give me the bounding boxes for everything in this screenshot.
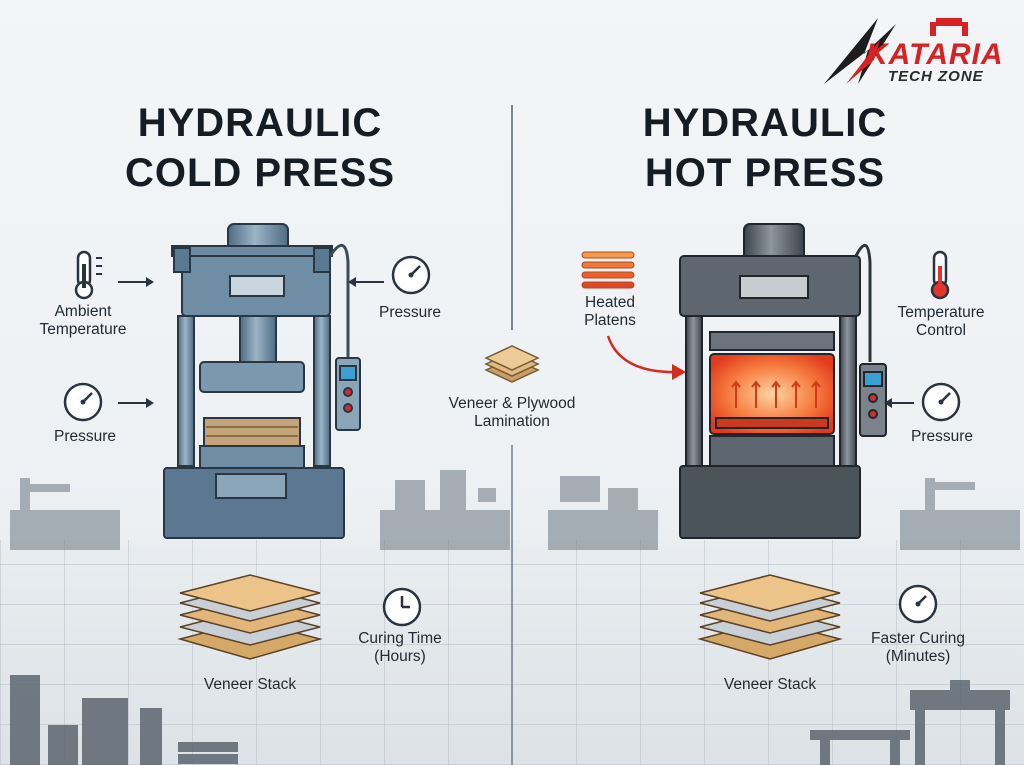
logo-wordmark: KATARIA [866,38,1004,71]
cold-press-machine [163,223,361,539]
veneer-sheets-icon [484,345,540,383]
pressure-label-left: Pressure [53,428,117,445]
factory-silhouette-left [10,470,510,550]
thermometer-icon [74,250,102,300]
veneer-stack-label-hot: Veneer Stack [723,676,817,693]
factory-silhouette-bottom-left [10,675,238,765]
pressure-label-right: Pressure [378,304,442,321]
center-divider-top [511,105,513,330]
curved-arrow-icon [606,335,686,380]
arrow-left-icon [348,277,384,287]
thermometer-icon [930,250,950,300]
arrow-left-icon [884,398,914,408]
gauge-icon [898,584,938,624]
brand-logo: KATARIA TECH ZONE [818,14,1014,90]
pressure-label-hot: Pressure [910,428,974,445]
veneer-stack-hot [697,574,843,660]
veneer-stack-label-cold: Veneer Stack [203,676,297,693]
curing-time-label: Curing Time(Hours) [358,630,442,665]
gauge-icon [391,255,431,295]
gauge-icon [921,382,961,422]
arrow-right-icon [118,277,154,287]
arrow-right-icon [118,398,154,408]
heated-platens-icon [581,251,635,289]
logo-subtext: TECH ZONE [888,68,984,85]
faster-curing-label: Faster Curing(Minutes) [871,630,965,665]
factory-silhouette-bottom-right [810,680,1010,765]
center-divider-bottom [511,445,513,765]
hot-press-machine [679,223,887,539]
clock-icon [382,587,422,627]
gauge-icon [63,382,103,422]
factory-silhouette-right [548,476,1020,550]
veneer-stack-cold [177,574,323,660]
logo-mark-icon [824,18,968,84]
